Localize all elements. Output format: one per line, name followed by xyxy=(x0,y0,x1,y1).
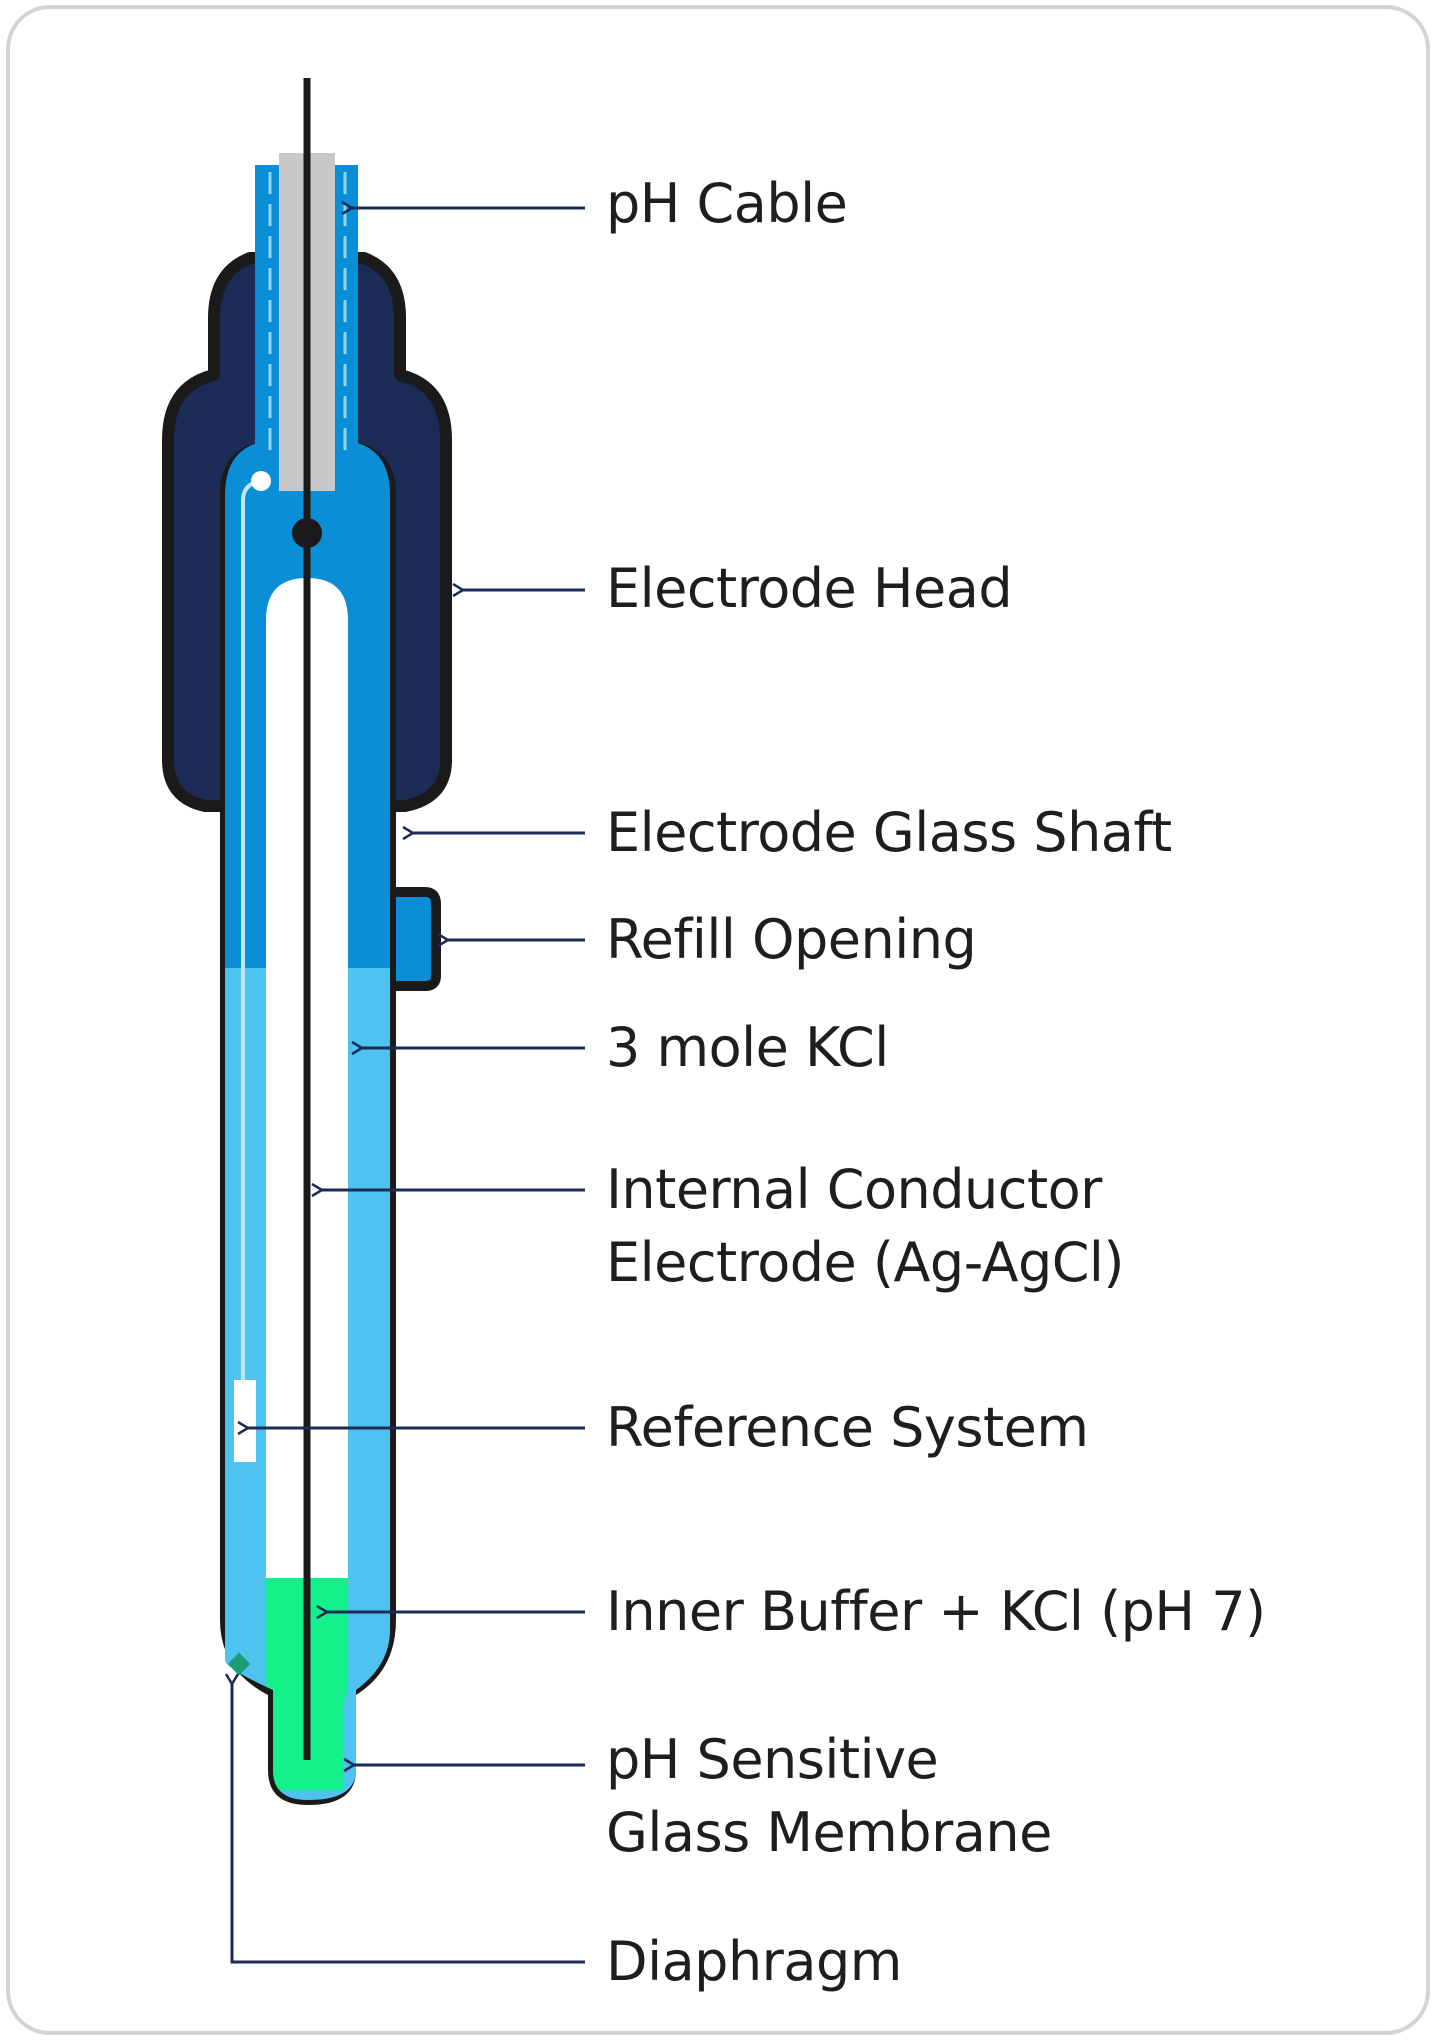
label-ph-sensitive-line2: Glass Membrane xyxy=(606,1801,1052,1864)
label-refill-opening: Refill Opening xyxy=(606,908,977,971)
label-electrode-head: Electrode Head xyxy=(606,557,1013,620)
refill-opening xyxy=(396,887,441,991)
label-ph-sensitive: pH Sensitive Glass Membrane xyxy=(606,1723,1052,1869)
label-internal-conductor: Internal Conductor Electrode (Ag-AgCl) xyxy=(606,1153,1125,1299)
conductor-junction xyxy=(292,518,322,548)
label-ph-sensitive-line1: pH Sensitive xyxy=(606,1728,939,1791)
label-kcl: 3 mole KCl xyxy=(606,1016,889,1079)
label-internal-conductor-line1: Internal Conductor xyxy=(606,1158,1102,1221)
label-reference-system: Reference System xyxy=(606,1396,1089,1459)
label-ph-cable: pH Cable xyxy=(606,172,848,235)
reference-system xyxy=(234,1380,256,1462)
label-electrode-glass-shaft: Electrode Glass Shaft xyxy=(606,801,1172,864)
label-diaphragm: Diaphragm xyxy=(606,1930,902,1993)
label-internal-conductor-line2: Electrode (Ag-AgCl) xyxy=(606,1231,1125,1294)
leader-diaphragm xyxy=(232,1684,585,1964)
label-inner-buffer: Inner Buffer + KCl (pH 7) xyxy=(606,1580,1266,1643)
